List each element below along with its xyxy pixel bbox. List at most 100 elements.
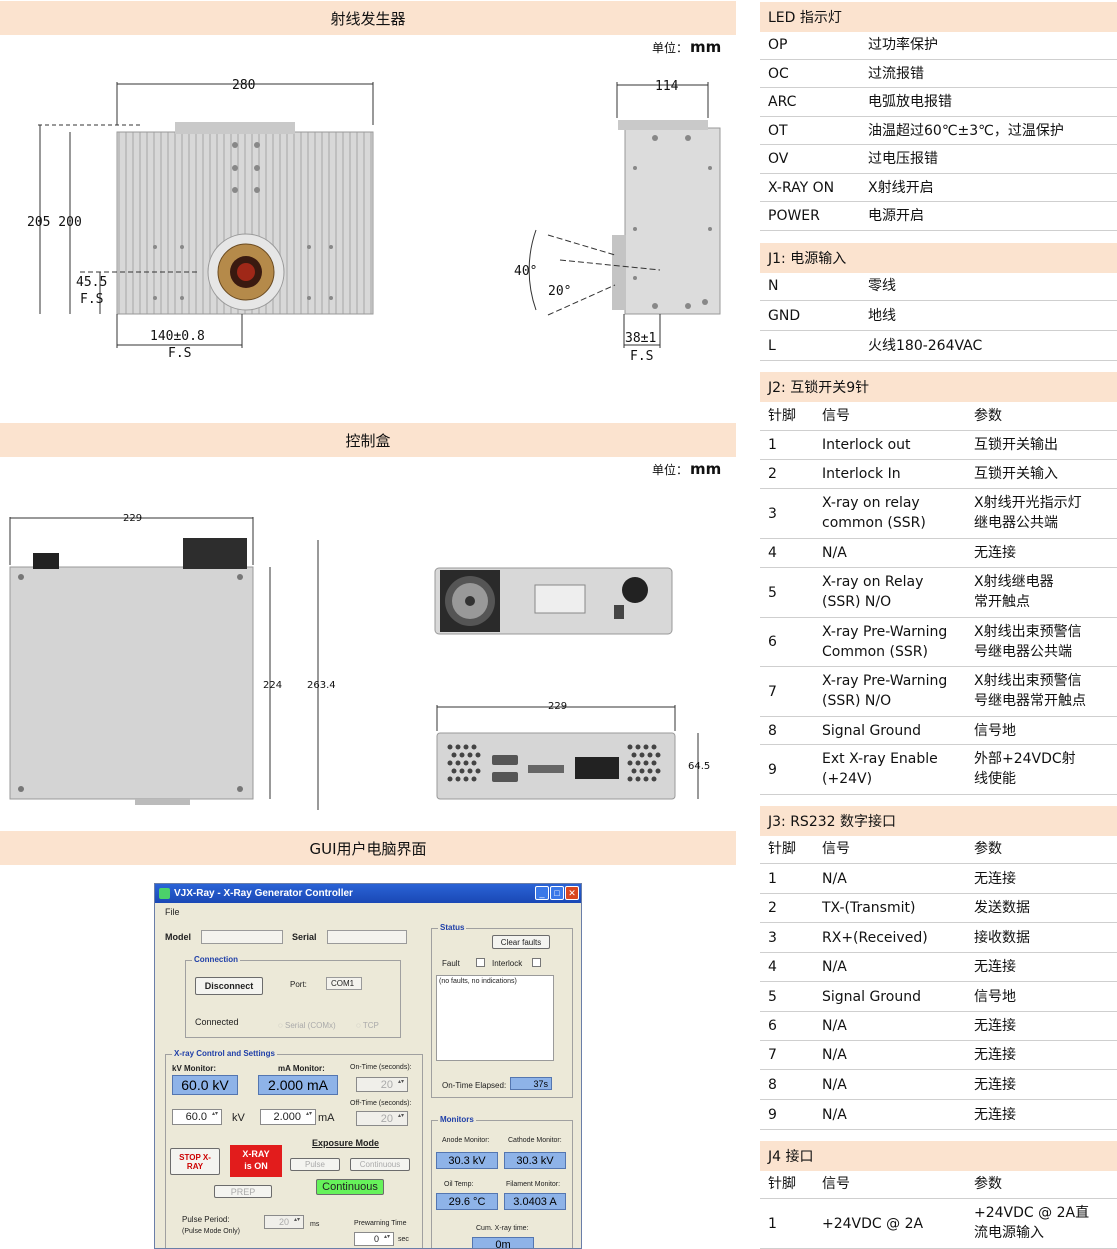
gui-screenshot: VJX-Ray - X-Ray Generator Controller _ □… <box>154 883 582 1249</box>
svg-text:114: 114 <box>655 79 679 94</box>
continuous-active[interactable]: Continuous <box>316 1179 384 1195</box>
menu-file[interactable]: File <box>165 907 180 917</box>
disconnect-button[interactable]: Disconnect <box>195 977 263 995</box>
ma-monitor-label: mA Monitor: <box>278 1064 325 1073</box>
off-time-spinner[interactable]: 20 <box>356 1111 408 1126</box>
anode-monitor-label: Anode Monitor: <box>442 1137 490 1144</box>
cum-xray-time-value: 0m <box>472 1237 534 1248</box>
close-icon[interactable]: ✕ <box>565 886 579 900</box>
control-box-front-drawing: 229 64.5 <box>436 701 710 800</box>
port-field[interactable]: COM1 <box>326 977 362 990</box>
svg-text:38±1: 38±1 <box>625 331 656 346</box>
tcp-radio[interactable]: ◌ TCP <box>356 1021 379 1030</box>
fault-checkbox[interactable] <box>476 958 485 967</box>
app-logo-icon <box>159 888 170 899</box>
kv-spinner[interactable]: 60.0 <box>172 1109 222 1125</box>
connection-group: Connection Disconnect Port: COM1 Connect… <box>185 955 401 1038</box>
svg-text:229: 229 <box>548 701 567 712</box>
pulse-period-label: Pulse Period: <box>182 1215 230 1224</box>
section-gui: GUI用户电脑界面 <box>0 831 736 865</box>
j4-row: 1+24VDC @ 2A+24VDC @ 2A直 流电源输入 <box>760 1199 1117 1249</box>
gui-title-bar: VJX-Ray - X-Ray Generator Controller <box>155 884 581 903</box>
prep-button[interactable]: PREP <box>214 1185 272 1198</box>
port-label: Port: <box>290 980 307 989</box>
minimize-icon[interactable]: _ <box>535 886 549 900</box>
cathode-monitor-label: Cathode Monitor: <box>508 1137 562 1144</box>
prewarning-spinner[interactable]: 0 <box>354 1232 394 1246</box>
anode-monitor-value: 30.3 kV <box>436 1152 498 1169</box>
svg-text:F.S: F.S <box>630 349 653 364</box>
j4-header: 针脚信号参数 <box>760 1170 1117 1199</box>
sec-unit: sec <box>398 1236 409 1243</box>
maximize-icon[interactable]: □ <box>550 886 564 900</box>
j2-header: 针脚信号参数 <box>760 401 1117 431</box>
connected-status: Connected <box>195 1017 239 1027</box>
serial-label: Serial <box>292 932 317 942</box>
filament-monitor-label: Filament Monitor: <box>506 1181 561 1188</box>
model-label: Model <box>165 932 191 942</box>
status-messages[interactable]: (no faults, no indications) <box>436 975 554 1061</box>
svg-text:20°: 20° <box>548 284 571 299</box>
unit-label-1: 单位：mm <box>652 38 722 56</box>
unit-label-2: 单位：mm <box>652 460 722 478</box>
svg-text:229: 229 <box>123 513 142 524</box>
control-box-top-body <box>9 566 254 800</box>
svg-text:45.5: 45.5 <box>76 275 107 290</box>
on-time-elapsed-label: On-Time Elapsed: <box>442 1081 507 1090</box>
control-box-top-drawing: 229 224 263.4 <box>9 513 336 810</box>
svg-text:140±0.8: 140±0.8 <box>150 329 205 344</box>
prewarning-label: Prewarning Time <box>354 1220 407 1227</box>
svg-text:F.S: F.S <box>80 292 103 307</box>
cathode-monitor-value: 30.3 kV <box>504 1152 566 1169</box>
exposure-mode-label: Exposure Mode <box>312 1138 380 1148</box>
pulse-period-spinner[interactable]: 20 <box>264 1215 304 1229</box>
generator-side-body <box>624 127 721 315</box>
section-control-box: 控制盒 <box>0 423 736 457</box>
interlock-checkbox[interactable] <box>532 958 541 967</box>
oil-temp-value: 29.6 °C <box>436 1193 498 1210</box>
serial-radio[interactable]: ◌ Serial (COMx) <box>278 1021 336 1030</box>
ma-spinner[interactable]: 2.000 <box>260 1109 316 1125</box>
serial-field[interactable] <box>327 930 407 944</box>
j4-title: J4 接口 <box>760 1141 1117 1171</box>
svg-text:205 200: 205 200 <box>27 215 82 230</box>
filament-monitor-value: 3.0403 A <box>504 1193 566 1210</box>
ma-monitor-value: 2.000 mA <box>258 1075 338 1095</box>
model-field[interactable] <box>201 930 283 944</box>
on-time-spinner[interactable]: 20 <box>356 1077 408 1092</box>
svg-text:263.4: 263.4 <box>307 680 336 691</box>
xray-control-group: X-ray Control and Settings kV Monitor: m… <box>165 1049 423 1248</box>
led-title: LED 指示灯 <box>760 2 1117 32</box>
monitors-group: Monitors Anode Monitor: Cathode Monitor:… <box>431 1115 573 1248</box>
xray-on-indicator: X-RAY is ON <box>230 1145 282 1177</box>
svg-text:40°: 40° <box>514 264 537 279</box>
ms-unit: ms <box>310 1221 320 1228</box>
clear-faults-button[interactable]: Clear faults <box>492 935 550 949</box>
off-time-label: Off-Time (seconds): <box>350 1100 412 1107</box>
stop-xray-button[interactable]: STOP X-RAY <box>170 1148 220 1175</box>
generator-side-drawing: 114 40° 20° 38±1 F.S <box>514 79 721 364</box>
svg-text:280: 280 <box>232 78 255 93</box>
continuous-button[interactable]: Continuous <box>350 1158 410 1171</box>
j3-header: 针脚信号参数 <box>760 835 1117 864</box>
pulse-button[interactable]: Pulse <box>290 1158 340 1171</box>
